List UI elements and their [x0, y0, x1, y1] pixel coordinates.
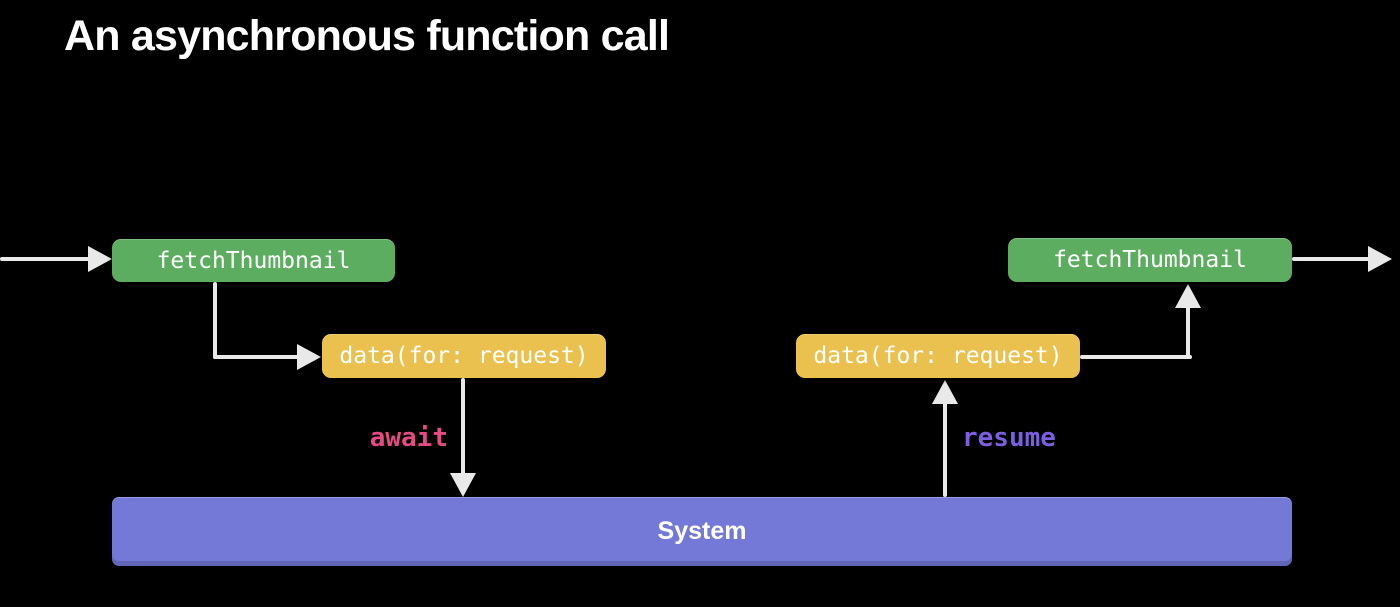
arrow-return-right-head-icon	[1175, 284, 1201, 308]
arrow-exit-line	[1292, 257, 1370, 261]
function-box-left: fetchThumbnail	[112, 239, 395, 282]
arrow-resume-line	[943, 402, 947, 497]
call-box-right: data(for: request)	[796, 334, 1080, 378]
page-title: An asynchronous function call	[64, 12, 670, 60]
function-box-left-label: fetchThumbnail	[156, 247, 351, 274]
resume-label: resume	[962, 423, 1056, 453]
function-box-right-label: fetchThumbnail	[1053, 247, 1247, 273]
arrow-entry-line	[0, 257, 90, 261]
system-bar-label: System	[657, 517, 747, 545]
arrow-call-left-head-icon	[297, 344, 321, 370]
call-box-right-label: data(for: request)	[813, 343, 1063, 369]
arrow-await-head-icon	[450, 473, 476, 497]
arrow-return-right-vline	[1186, 306, 1190, 359]
call-box-left: data(for: request)	[322, 334, 606, 378]
arrow-entry-head-icon	[88, 246, 112, 272]
arrow-exit-head-icon	[1368, 246, 1392, 272]
arrow-return-right-hline	[1080, 355, 1192, 359]
function-box-right: fetchThumbnail	[1008, 238, 1292, 282]
call-box-left-label: data(for: request)	[339, 343, 589, 369]
arrow-call-left-vline	[213, 282, 217, 359]
arrow-resume-head-icon	[932, 380, 958, 404]
arrow-await-line	[461, 378, 465, 475]
system-bar: System	[112, 497, 1292, 566]
arrow-call-left-hline	[213, 355, 299, 359]
await-label: await	[369, 423, 448, 453]
